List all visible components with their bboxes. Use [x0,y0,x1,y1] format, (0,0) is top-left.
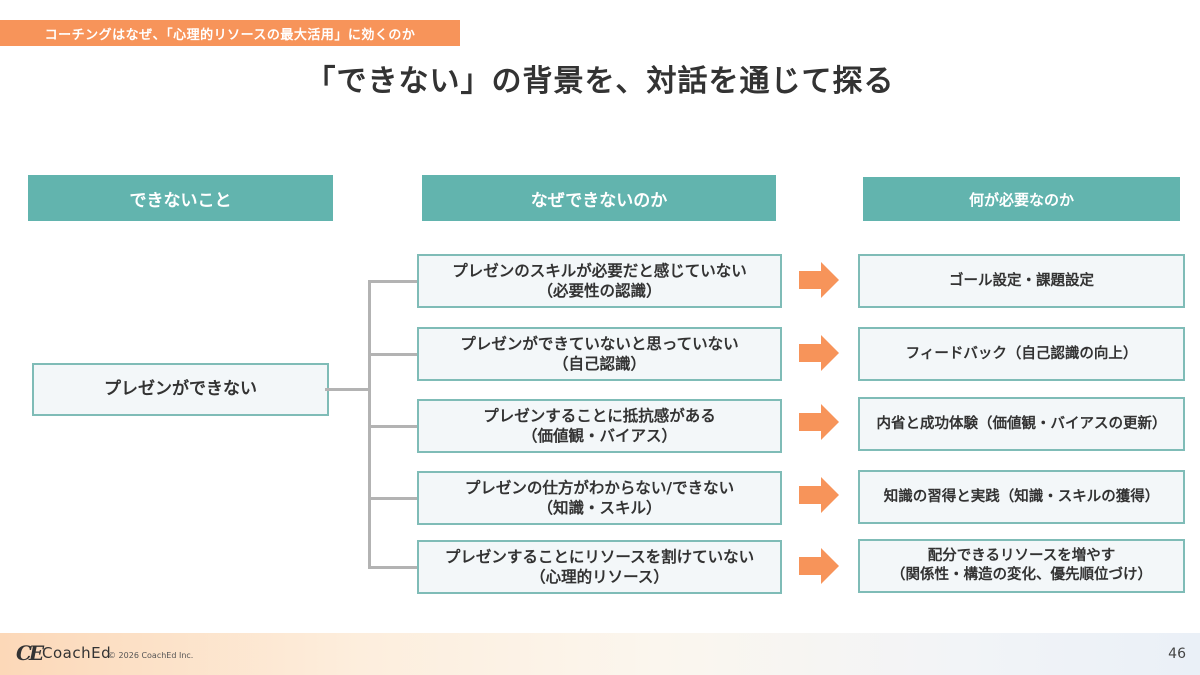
need-box: 知識の習得と実践（知識・スキルの獲得） [858,470,1185,524]
arrow-right-icon [799,548,839,584]
section-tag: コーチングはなぜ、「心理的リソースの最大活用」に効くのか [0,20,460,46]
reason-text: プレゼンができていないと思っていない [460,334,739,353]
reason-text: プレゼンすることにリソースを割けていない [444,547,755,566]
page-title: 「できない」の背景を、対話を通じて探る [305,64,895,99]
column-header-what-needed: 何が必要なのか [863,177,1180,221]
connector-branch-5 [368,566,419,569]
need-box: 配分できるリソースを増やす （関係性・構造の変化、優先順位づけ） [858,539,1185,593]
need-box: 内省と成功体験（価値観・バイアスの更新） [858,397,1185,451]
connector-branch-4 [368,497,419,500]
reason-category: （必要性の認識） [537,282,662,300]
reason-text: プレゼンすることに抵抗感がある [483,406,716,425]
arrow-right-icon [799,335,839,371]
need-text: 知識の習得と実践（知識・スキルの獲得） [883,488,1160,505]
page-number: 46 [1168,646,1186,662]
brand-name: CoachEd [42,644,112,662]
reason-box: プレゼンすることに抵抗感がある （価値観・バイアス） [417,399,782,453]
coached-logo-icon: CE [16,641,44,665]
arrow-right-icon [799,404,839,440]
arrow-right-icon [799,477,839,513]
column-header-cannot-do: できないこと [28,175,333,221]
need-text: 配分できるリソースを増やす [927,548,1116,565]
reason-box: プレゼンの仕方がわからない/できない （知識・スキル） [417,471,782,525]
reason-text: プレゼンのスキルが必要だと感じていない [452,261,747,280]
copyright: © 2026 CoachEd Inc. [108,651,194,660]
root-label: プレゼンができない [104,379,257,400]
need-subtext: （関係性・構造の変化、優先順位づけ） [891,567,1152,583]
reason-box: プレゼンすることにリソースを割けていない （心理的リソース） [417,540,782,594]
column-header-why: なぜできないのか [422,175,776,221]
reason-category: （価値観・バイアス） [521,427,677,445]
footer: CE CoachEd © 2026 CoachEd Inc. 46 [0,633,1200,675]
need-text: 内省と成功体験（価値観・バイアスの更新） [876,415,1167,432]
need-box: フィードバック（自己認識の向上） [858,327,1185,381]
reason-box: プレゼンのスキルが必要だと感じていない （必要性の認識） [417,254,782,308]
reason-category: （心理的リソース） [530,568,669,586]
root-box: プレゼンができない [32,363,329,416]
connector-root-stem [325,388,370,391]
reason-category: （自己認識） [552,355,646,373]
connector-trunk [368,280,371,568]
reason-category: （知識・スキル） [537,499,662,517]
arrow-right-icon [799,262,839,298]
reason-text: プレゼンの仕方がわからない/できない [464,478,735,497]
reason-box: プレゼンができていないと思っていない （自己認識） [417,327,782,381]
need-text: ゴール設定・課題設定 [949,272,1094,289]
connector-branch-3 [368,425,419,428]
connector-branch-1 [368,280,419,283]
connector-branch-2 [368,353,419,356]
need-box: ゴール設定・課題設定 [858,254,1185,308]
need-text: フィードバック（自己認識の向上） [905,345,1138,362]
